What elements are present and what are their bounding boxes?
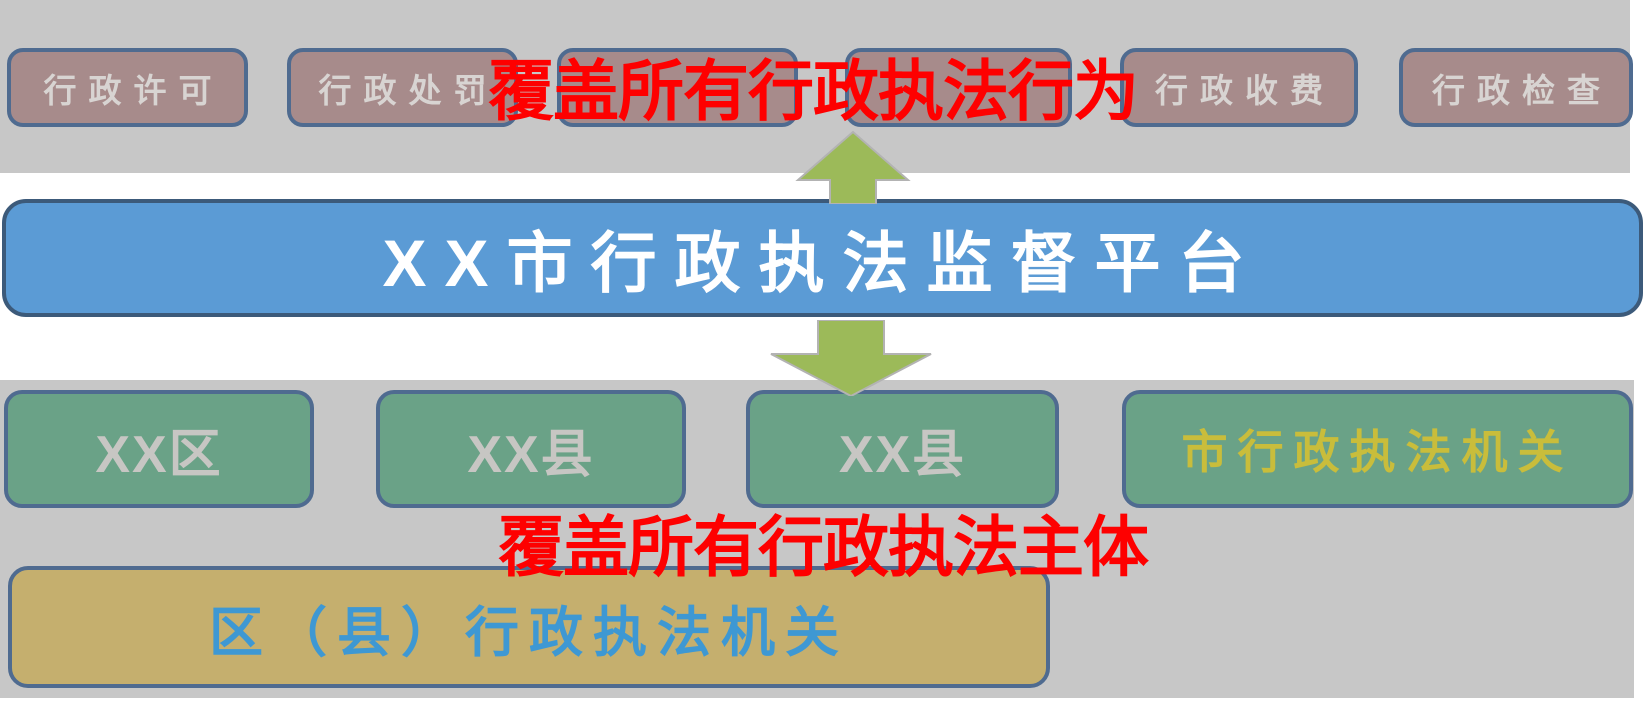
box-obscured-1 [557,48,798,127]
platform-bar: XX市行政执法监督平台 [2,199,1643,317]
box-obscured-2 [845,48,1072,127]
caption-covers-all-enforcement-subjects: 覆盖所有行政执法主体 [498,510,1149,584]
up-arrow-icon [795,130,911,204]
box-administrative-licensing: 行政许可 [7,48,248,127]
box-administrative-punishment: 行政处罚 [287,48,518,127]
box-label: 行政许可 [43,71,224,109]
box-xx-county-1: XX县 [376,390,686,508]
box-label: 区（县）行政执法机关 [209,602,849,663]
box-label: 行政处罚 [318,71,499,109]
platform-bar-label: XX市行政执法监督平台 [382,226,1263,300]
box-label: XX县 [467,425,595,484]
box-district-county-enforcement-agencies: 区（县）行政执法机关 [8,566,1050,688]
box-label: XX县 [838,425,967,484]
box-label: 行政收费 [1155,71,1335,109]
box-xx-county-2: XX县 [746,390,1059,508]
box-administrative-fees: 行政收费 [1120,48,1358,127]
box-label: 行政检查 [1432,71,1612,109]
top-gray-band [0,0,1630,173]
box-xx-district: XX区 [4,390,314,508]
down-arrow-icon [770,320,932,396]
box-label: XX区 [95,425,223,484]
box-city-enforcement-agencies: 市行政执法机关 [1122,390,1633,508]
caption-covers-all-enforcement-actions: 覆盖所有行政执法行为 [488,54,1139,128]
box-label: 市行政执法机关 [1181,426,1574,478]
box-administrative-inspection: 行政检查 [1399,48,1633,127]
